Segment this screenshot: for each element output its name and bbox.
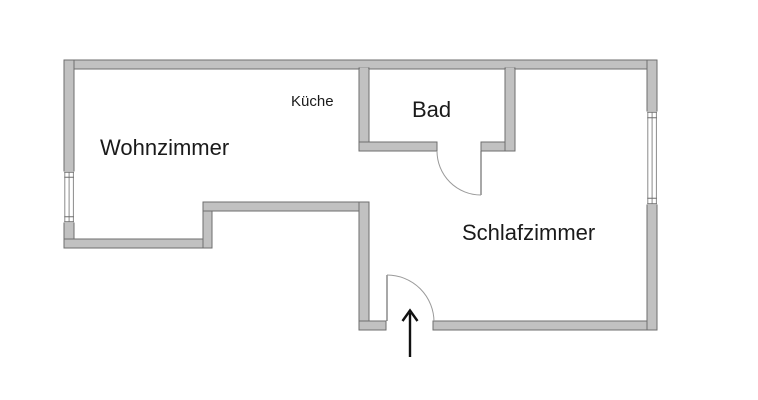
wall-joint: [65, 240, 73, 247]
room-label-wohnzimmer: Wohnzimmer: [100, 135, 230, 160]
door-swing-arc: [436, 150, 482, 196]
wall-corridor: [358, 201, 370, 331]
wall-left-upper: [63, 59, 75, 173]
window-end-ticks: [647, 111, 657, 205]
wall-bad-left: [358, 67, 370, 152]
wall-joint: [204, 240, 211, 247]
wall-joint: [65, 61, 73, 68]
entrance-arrow-icon: [401, 308, 419, 357]
wall-bad-bottom-left: [358, 141, 438, 152]
wall-joint: [648, 61, 656, 68]
wall-joint: [648, 322, 656, 329]
left-wall-window: [63, 171, 75, 223]
bad-door: [436, 150, 482, 196]
wall-joint: [506, 67, 514, 70]
wall-joint: [360, 143, 368, 150]
wall-middle: [202, 201, 370, 212]
wall-right-lower: [646, 203, 658, 331]
door-swing-arc: [386, 274, 435, 323]
wall-joint: [204, 203, 211, 210]
arrow-head: [401, 308, 419, 322]
walls: [63, 59, 658, 331]
wall-joint: [360, 322, 368, 329]
room-label-schlafzimmer: Schlafzimmer: [462, 220, 596, 245]
window-glass-lines: [647, 112, 657, 204]
wall-wohnzimmer-bottom: [63, 238, 213, 249]
wall-joint: [360, 203, 368, 210]
room-label-bad: Bad: [412, 97, 452, 122]
wall-bottom-stub: [358, 320, 387, 331]
entrance-door: [386, 274, 435, 323]
wall-joint: [506, 143, 514, 150]
right-wall-window: [646, 111, 658, 205]
wall-bad-right: [504, 67, 516, 152]
wall-bottom-right: [432, 320, 658, 331]
room-label-kueche: Küche: [291, 93, 334, 110]
window-glass-lines: [64, 172, 74, 222]
window-end-ticks: [64, 171, 74, 223]
wall-joint: [360, 67, 368, 70]
